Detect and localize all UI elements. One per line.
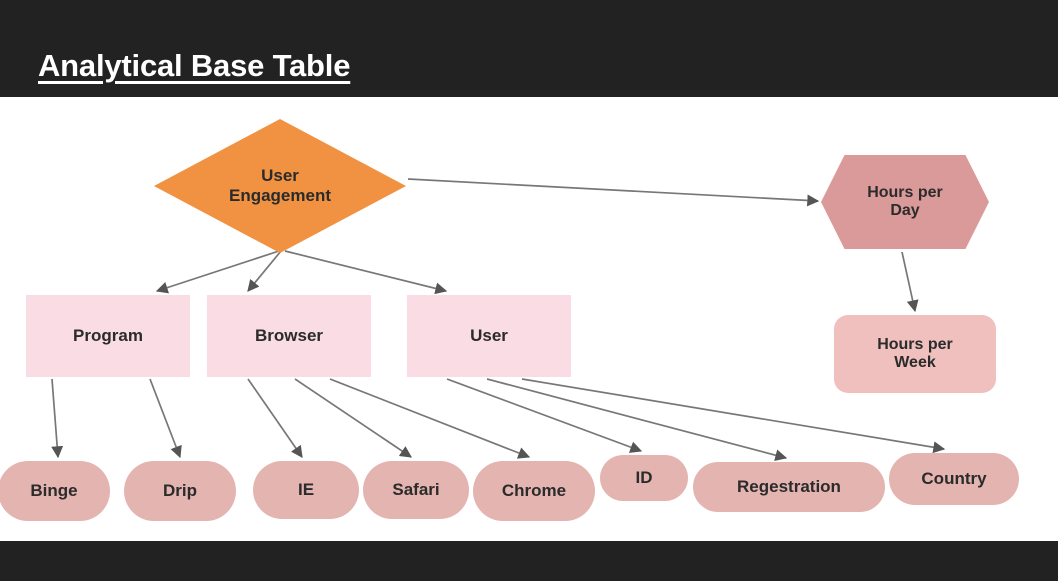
edge-hours-day-hours-week [901,251,919,313]
edge-entity-browser [247,250,282,292]
slide-header-bar [0,0,1058,97]
value-node-country[interactable]: Country [889,453,1019,505]
value-node-chrome[interactable]: Chrome [473,461,595,521]
edge-browser-safari [294,378,412,458]
group-node-program[interactable]: Program [26,295,190,377]
edge-entity-user [284,250,448,295]
edge-program-binge [51,378,64,459]
edge-entity-program [155,250,280,294]
value-node-binge[interactable]: Binge [0,461,110,521]
value-node-ie[interactable]: IE [253,461,359,519]
edge-user-id [446,378,643,453]
derived-attribute-hours-per-week[interactable]: Hours per Week [834,315,996,393]
edge-user-regestration [486,378,788,462]
group-node-browser[interactable]: Browser [207,295,371,377]
value-node-drip[interactable]: Drip [124,461,236,521]
entity-node-user-engagement[interactable]: User Engagement [154,119,406,253]
edge-entity-hours-day [407,178,820,207]
value-node-regestration[interactable]: Regestration [693,462,885,512]
edge-browser-ie [247,378,303,458]
slide-footer-bar [0,541,1058,581]
derived-attribute-hours-per-day[interactable]: Hours per Day [821,155,989,249]
edge-program-drip [149,378,182,459]
group-node-user[interactable]: User [407,295,571,377]
page-title: Analytical Base Table [38,48,351,83]
value-node-id[interactable]: ID [600,455,688,501]
edge-browser-chrome [329,378,531,459]
value-node-safari[interactable]: Safari [363,461,469,519]
